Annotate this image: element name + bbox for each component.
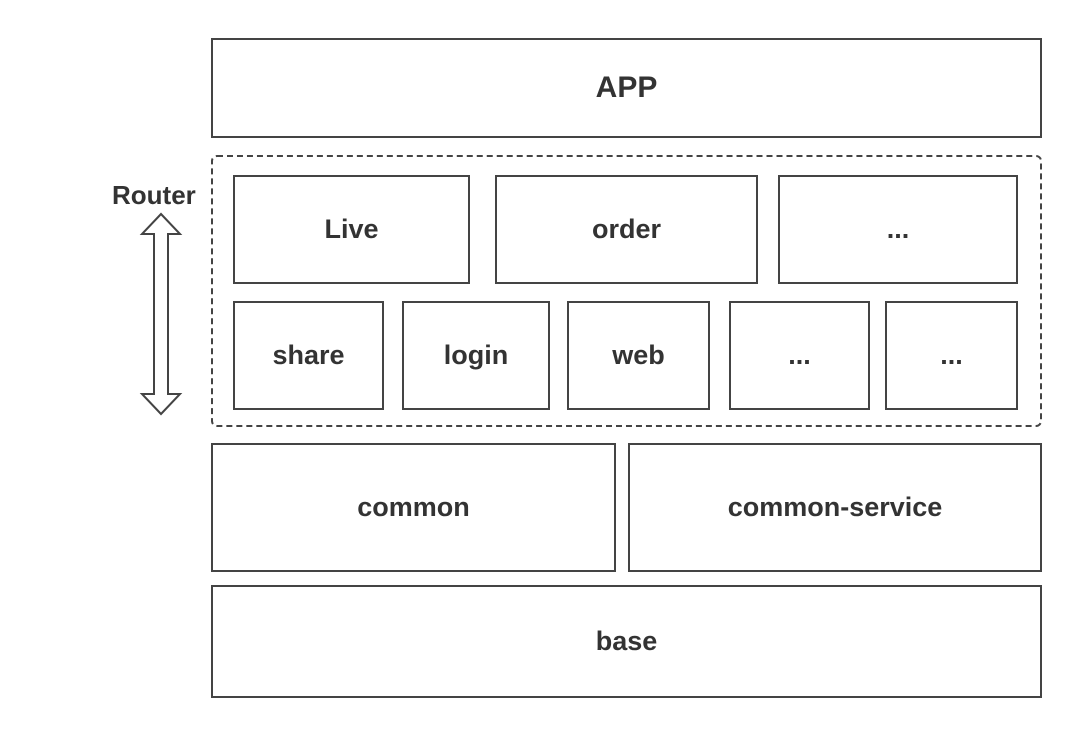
common-service-layer-label: common-service <box>727 492 943 522</box>
module-share-box: share <box>233 301 384 410</box>
module-login-label: login <box>443 340 509 370</box>
module-login-box: login <box>402 301 550 410</box>
app-layer-box: APP <box>211 38 1042 138</box>
module-more-label-2: ... <box>788 340 811 370</box>
module-more-label-3: ... <box>940 340 963 370</box>
module-more-label: ... <box>886 214 910 244</box>
router-module-container <box>211 155 1042 427</box>
module-more-box-3: ... <box>885 301 1018 410</box>
base-layer-box: base <box>211 585 1042 698</box>
module-web-label: web <box>612 340 665 370</box>
common-layer-label: common <box>357 492 470 522</box>
common-layer-box: common <box>211 443 616 572</box>
module-share-label: share <box>272 340 345 370</box>
app-layer-label: APP <box>595 71 658 104</box>
module-live-label: Live <box>324 214 379 244</box>
common-service-layer-box: common-service <box>628 443 1042 572</box>
router-label: Router <box>112 180 196 210</box>
module-web-box: web <box>567 301 710 410</box>
router-double-arrow-icon <box>139 212 183 416</box>
module-live-box: Live <box>233 175 470 284</box>
module-order-box: order <box>495 175 758 284</box>
module-more-box-2: ... <box>729 301 870 410</box>
module-order-label: order <box>591 214 662 244</box>
module-more-box: ... <box>778 175 1018 284</box>
base-layer-label: base <box>595 626 658 656</box>
